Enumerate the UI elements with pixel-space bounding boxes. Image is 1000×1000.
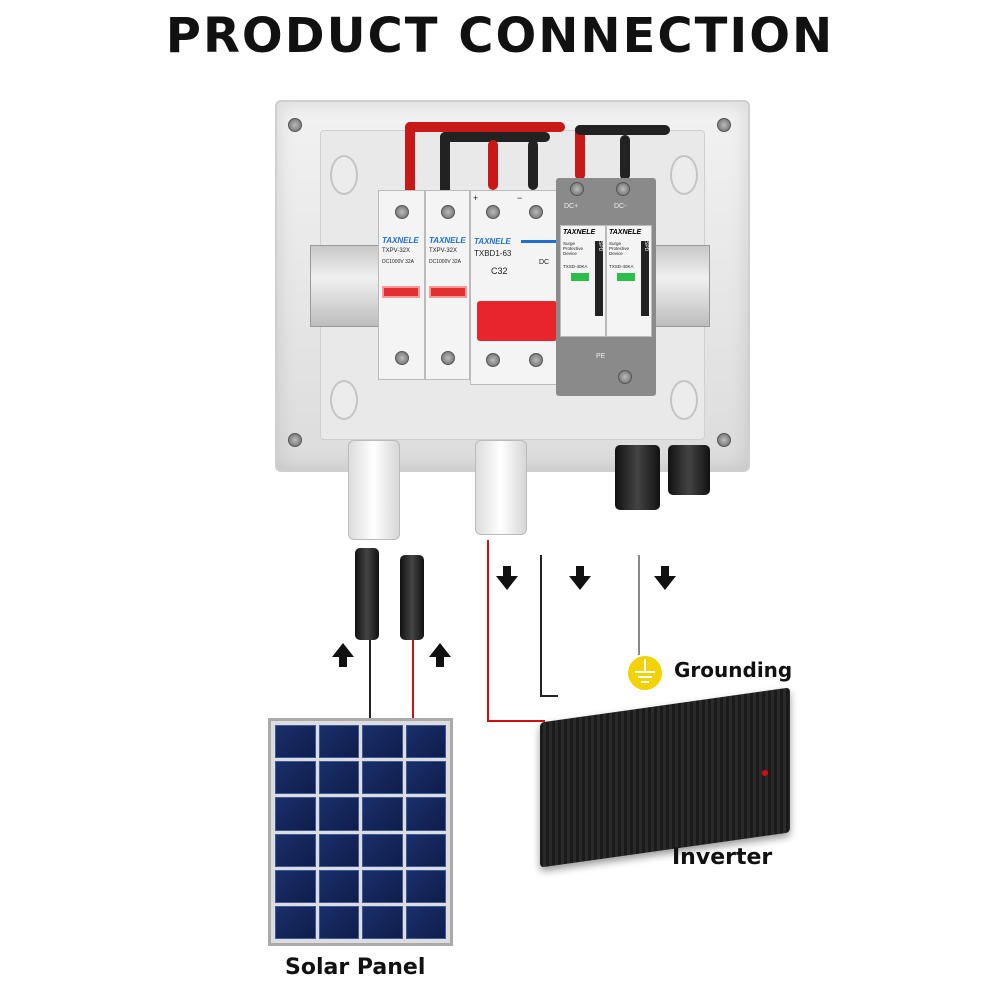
fuse-holder-2: TAXNELE TXPV-32X DC1000V 32A <box>425 190 470 380</box>
black-wire <box>540 555 542 697</box>
cable-gland <box>475 440 527 535</box>
cable-gland <box>615 445 660 510</box>
dc-breaker: + − TAXNELE TXBD1-63 C32 DC <box>470 190 560 385</box>
black-wire <box>440 132 450 197</box>
mount-hole <box>330 380 358 420</box>
spd-module-1: TAXNELE Surge Protective Device TXSD-40K… <box>560 225 606 337</box>
ground-wire <box>638 555 640 655</box>
mc4-connector <box>400 555 424 640</box>
black-wire <box>575 125 670 135</box>
grounding-label: Grounding <box>674 658 793 682</box>
breaker-toggle[interactable] <box>477 301 557 341</box>
red-wire <box>487 720 545 722</box>
fuse-holder-1: TAXNELE TXPV-32X DC1000V 32A <box>378 190 425 380</box>
cable-gland <box>668 445 710 495</box>
red-wire <box>575 125 585 180</box>
screw-icon <box>288 433 302 447</box>
mount-hole <box>670 380 698 420</box>
screw-icon <box>717 118 731 132</box>
mount-hole <box>670 155 698 195</box>
mount-hole <box>330 155 358 195</box>
black-wire <box>620 135 630 180</box>
inverter-led <box>762 770 768 776</box>
screw-icon <box>717 433 731 447</box>
cable-gland <box>348 440 400 540</box>
mc4-connector <box>355 548 379 640</box>
ground-icon <box>628 656 662 690</box>
red-wire <box>412 640 414 720</box>
red-wire <box>405 122 565 132</box>
red-wire <box>487 540 489 722</box>
inverter-label: Inverter <box>672 845 773 870</box>
black-wire <box>528 140 538 190</box>
arrow-up-icon <box>429 643 451 667</box>
red-wire <box>405 122 415 197</box>
spd-module-2: TAXNELE Surge Protective Device TXSD-40K… <box>606 225 652 337</box>
black-wire <box>369 640 371 720</box>
page-title: PRODUCT CONNECTION <box>165 8 835 64</box>
arrow-down-icon <box>569 566 591 590</box>
red-wire <box>488 140 498 190</box>
solar-panel-label: Solar Panel <box>285 955 426 980</box>
black-wire <box>440 132 550 142</box>
arrow-down-icon <box>654 566 676 590</box>
arrow-up-icon <box>332 643 354 667</box>
solar-panel <box>268 718 453 946</box>
black-wire <box>540 695 558 697</box>
arrow-down-icon <box>496 566 518 590</box>
inverter <box>540 687 790 868</box>
screw-icon <box>288 118 302 132</box>
